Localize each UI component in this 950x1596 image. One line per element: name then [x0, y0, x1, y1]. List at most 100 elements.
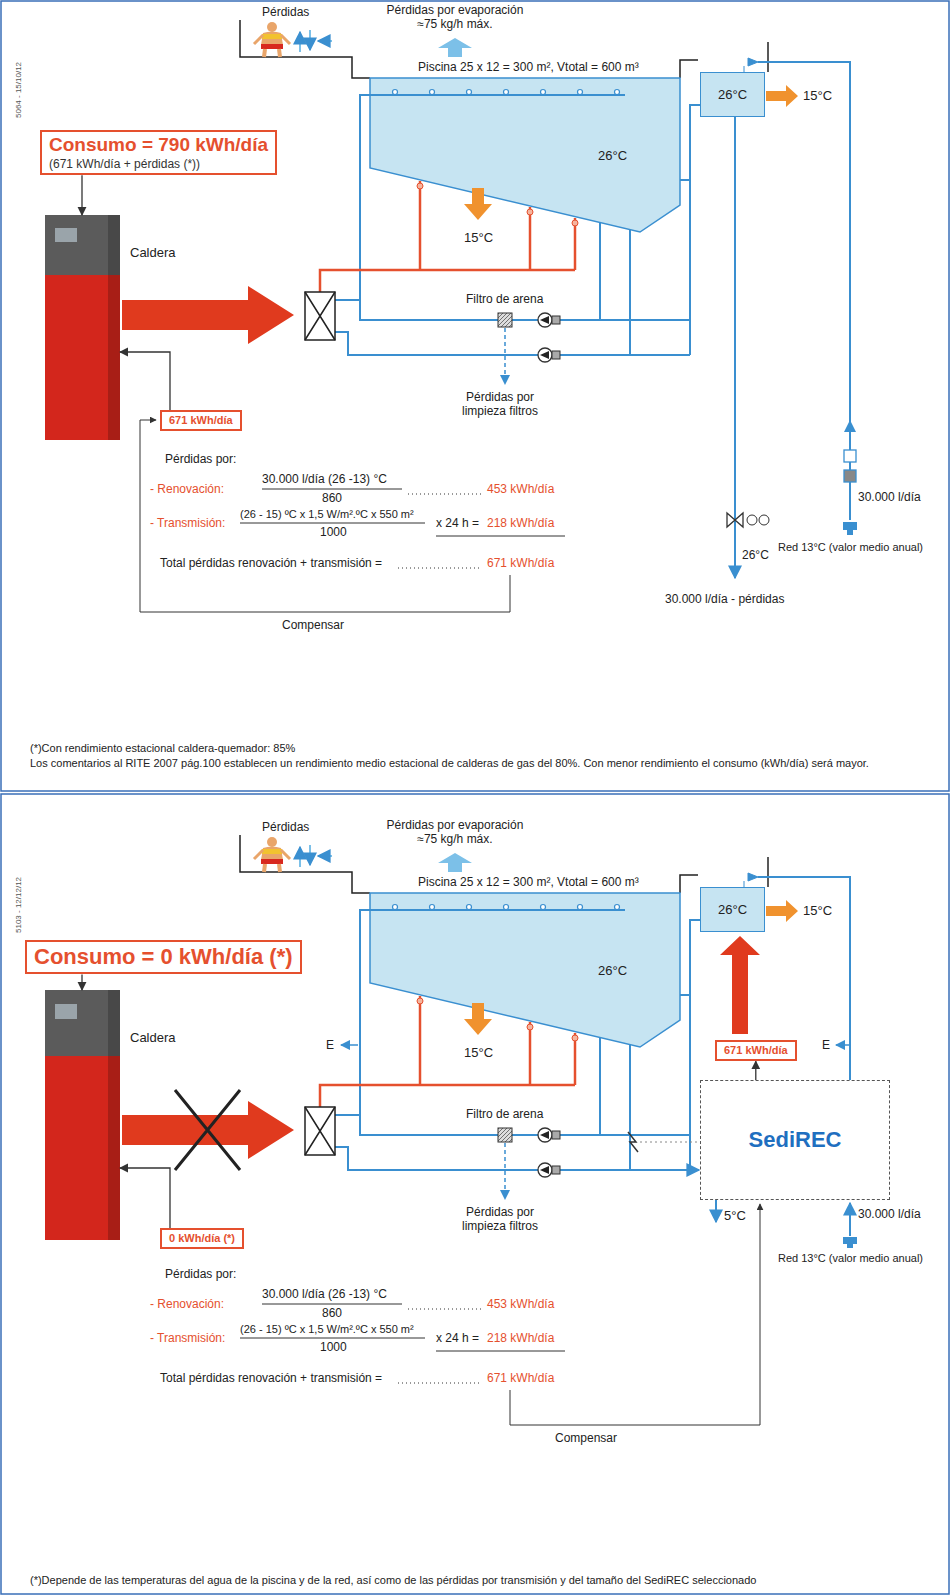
- loss-value: 218 kWh/día: [487, 1331, 554, 1345]
- drain-line: [759, 515, 769, 525]
- boiler-drawing: [108, 990, 120, 1240]
- drain-line: [734, 117, 736, 578]
- formula-denominator: 1000: [320, 1340, 347, 1354]
- recovered-heat-arrow: [720, 936, 760, 1034]
- energy-mark: E: [326, 1038, 334, 1052]
- drain-line: [747, 515, 757, 525]
- connector: [755, 1061, 756, 1080]
- flow-label: 30.000 l/día: [858, 1207, 921, 1221]
- consumption-value: Consumo = 790 kWh/día: [49, 134, 268, 157]
- power-supply: [628, 1132, 638, 1152]
- connector: [81, 974, 82, 990]
- loss-label: Pérdidas: [262, 5, 309, 19]
- boiler: Caldera: [45, 215, 120, 440]
- mains-feed: [844, 265, 856, 520]
- loss-label: Pérdidas por limpieza filtros: [445, 1205, 555, 1234]
- energy-arrows: [341, 1044, 358, 1046]
- cross-mark: [175, 1090, 240, 1170]
- unit-name: SediREC: [749, 1127, 842, 1153]
- mains-label: Red 13°C (valor medio anual): [778, 1252, 923, 1265]
- total-label: Total pérdidas renovación + transmisión …: [160, 1371, 382, 1385]
- energy-value: 671 kWh/día: [724, 1044, 788, 1057]
- formula-denominator: 860: [322, 491, 342, 505]
- formula-numerator: (26 - 15) ºC x 1,5 W/m².ºC x 550 m²: [240, 1323, 414, 1336]
- panel-frame: [1, 1, 949, 791]
- consumption-value: Consumo = 0 kWh/día (*): [34, 944, 293, 970]
- sedirec-pipes: [690, 1169, 699, 1171]
- temperature-label: 15°C: [803, 903, 832, 919]
- loss-label: Pérdidas por limpieza filtros: [445, 390, 555, 419]
- boiler-drawing: [55, 1004, 77, 1019]
- mains-label: Red 13°C (valor medio anual): [778, 541, 923, 554]
- pool-title: Piscina 25 x 12 = 300 m², Vtotal = 600 m…: [418, 60, 639, 74]
- loss-name: - Transmisión:: [150, 516, 225, 530]
- footnote: (*)Con rendimiento estacional caldera-qu…: [30, 742, 930, 755]
- formula-part: x 24 h =: [436, 1331, 479, 1345]
- footnote: Los comentarios al RITE 2007 pág.100 est…: [30, 757, 925, 770]
- boiler-drawing: [108, 215, 120, 440]
- balance-tank: 26°C: [700, 887, 765, 932]
- boiler-drawing: [45, 215, 120, 440]
- panel-frame: [1, 794, 949, 1594]
- pool-title: Piscina 25 x 12 = 300 m², Vtotal = 600 m…: [418, 875, 639, 889]
- water-temperature: 26°C: [598, 148, 627, 164]
- filter-label: Filtro de arena: [466, 1107, 543, 1121]
- sedirec-pipes: [715, 1200, 717, 1222]
- loss-name: - Transmisión:: [150, 1331, 225, 1345]
- mains-feed: [844, 470, 856, 482]
- flow-label: 30.000 l/día - pérdidas: [665, 592, 784, 606]
- loss-value: 671 kWh/día: [487, 556, 554, 570]
- compensate-bracket: [510, 1204, 760, 1425]
- sedirec-unit: SediREC: [700, 1080, 890, 1200]
- tank-temperature: 26°C: [718, 902, 747, 918]
- footnote: (*)Depende de las temperaturas del agua …: [30, 1574, 940, 1587]
- consumption-box: Consumo = 0 kWh/día (*): [25, 940, 302, 974]
- boiler: Caldera: [45, 990, 120, 1240]
- formula-numerator: 30.000 l/día (26 -13) °C: [262, 1287, 387, 1301]
- formula-denominator: 1000: [320, 525, 347, 539]
- tap-symbol: [843, 1237, 857, 1248]
- connector: [120, 352, 170, 410]
- consumption-note: (671 kWh/día + pérdidas (*)): [49, 157, 268, 171]
- flow-label: 30.000 l/día: [858, 490, 921, 504]
- drawing-code: 5103 - 12/12/12: [14, 877, 24, 933]
- connector: [81, 175, 82, 215]
- energy-box: 0 kWh/día (*): [160, 1228, 244, 1249]
- evaporation-label: Pérdidas por evaporación ≈75 kg/h máx.: [375, 818, 535, 847]
- power-supply: [628, 1132, 698, 1152]
- energy-mark: E: [822, 1038, 830, 1052]
- drain-line: [727, 513, 743, 527]
- temperature-label: 26°C: [742, 548, 769, 562]
- tap-symbol: [843, 522, 857, 535]
- energy-box: 671 kWh/día: [715, 1040, 797, 1061]
- power-supply: [640, 1142, 698, 1143]
- balance-tank: 26°C: [700, 72, 765, 117]
- energy-arrows: [836, 1044, 849, 1046]
- temperature-label: 5°C: [724, 1208, 746, 1224]
- losses-heading: Pérdidas por:: [165, 452, 236, 466]
- drain-line: [727, 117, 769, 578]
- pool: Piscina 25 x 12 = 300 m², Vtotal = 600 m…: [368, 871, 680, 1049]
- flow-arrow: [844, 420, 856, 432]
- filter-label: Filtro de arena: [466, 292, 543, 306]
- loss-value: 453 kWh/día: [487, 482, 554, 496]
- formula-numerator: (26 - 15) ºC x 1,5 W/m².ºC x 550 m²: [240, 508, 414, 521]
- temperature-label: 15°C: [464, 1045, 493, 1061]
- water-temperature: 26°C: [598, 963, 627, 979]
- pool: Piscina 25 x 12 = 300 m², Vtotal = 600 m…: [368, 56, 680, 234]
- pool-installation: [122, 20, 850, 384]
- consumption-box: Consumo = 790 kWh/día(671 kWh/día + pérd…: [40, 130, 277, 175]
- loss-value: 218 kWh/día: [487, 516, 554, 530]
- drawing-code: 5064 - 15/10/12: [14, 62, 24, 118]
- loss-value: 671 kWh/día: [487, 1371, 554, 1385]
- boiler-drawing: [45, 990, 120, 1240]
- boiler-label: Caldera: [130, 1030, 176, 1046]
- evaporation-label: Pérdidas por evaporación ≈75 kg/h máx.: [375, 3, 535, 32]
- loss-name: - Renovación:: [150, 1297, 224, 1311]
- energy-box: 671 kWh/día: [160, 410, 242, 431]
- compensate-label: Compensar: [555, 1431, 617, 1445]
- tank-temperature: 26°C: [718, 87, 747, 103]
- formula-part: x 24 h =: [436, 516, 479, 530]
- connector: [120, 1168, 170, 1228]
